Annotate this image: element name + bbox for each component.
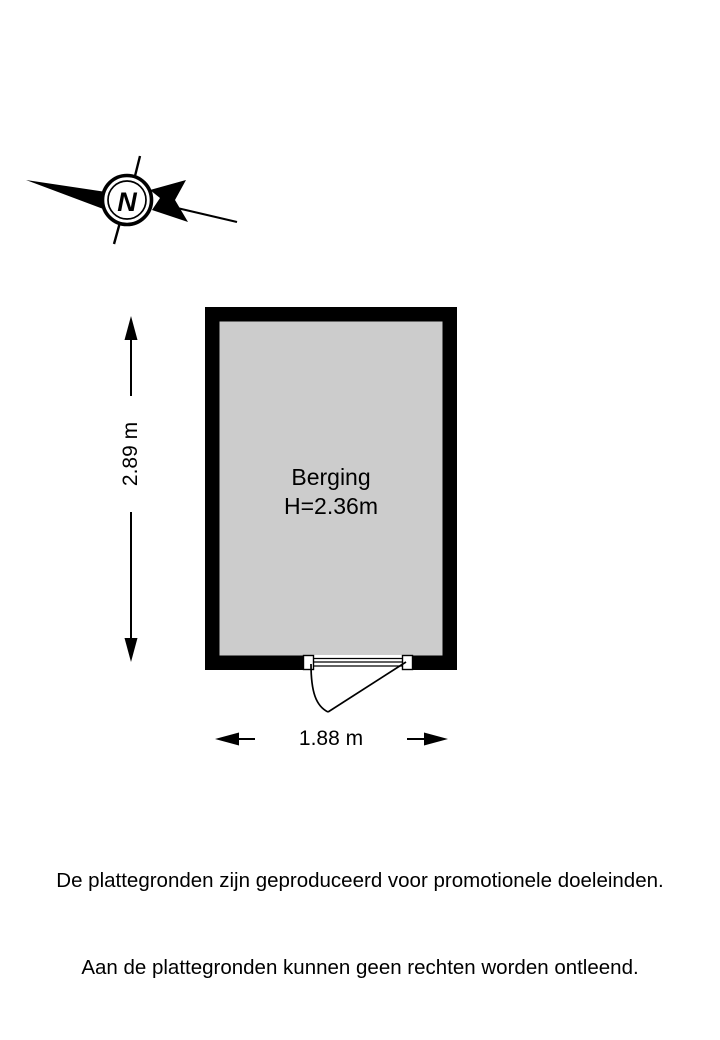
arrowhead-down (124, 638, 138, 662)
floor-plan-drawing: N (26, 155, 457, 746)
room-walls (205, 307, 457, 670)
disclaimer-text: De plattegronden zijn geproduceerd voor … (0, 808, 720, 1040)
room-height-label: H=2.36m (284, 493, 378, 519)
door-opening (302, 654, 414, 671)
north-arrow-icon: N (26, 155, 238, 245)
arrowhead-up (124, 316, 138, 340)
disclaimer-line-1: De plattegronden zijn geproduceerd voor … (56, 869, 664, 892)
arrowhead-left (215, 732, 239, 746)
arrowhead-right (424, 732, 448, 746)
dimension-height-label: 2.89 m (119, 396, 143, 512)
floor-plan-canvas: N (26, 155, 664, 979)
dimension-width-label: 1.88 m (255, 727, 407, 751)
north-letter: N (117, 187, 137, 217)
room-label-berging: Berging (291, 464, 371, 490)
disclaimer-line-2: Aan de plattegronden kunnen geen rechten… (81, 956, 639, 979)
door-swing (310, 661, 407, 713)
